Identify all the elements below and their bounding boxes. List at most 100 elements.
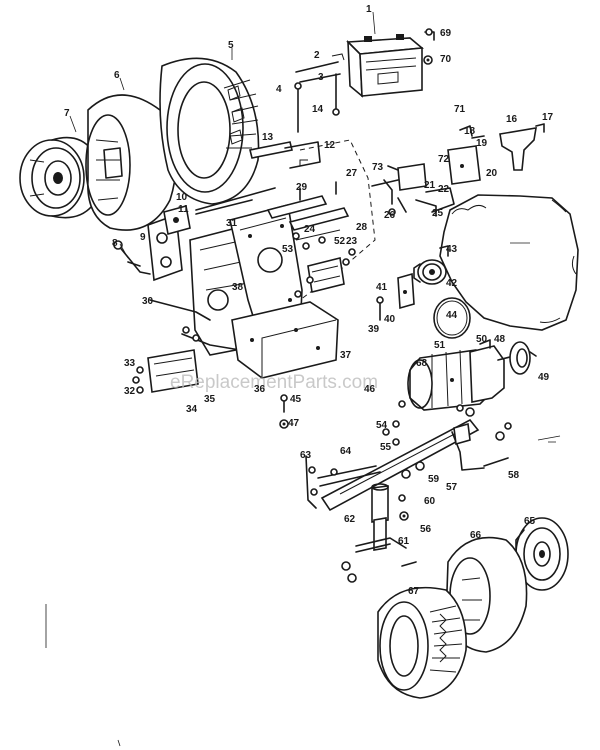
callout: 64 — [340, 446, 352, 457]
callout: 69 — [440, 28, 452, 39]
callout: 57 — [446, 482, 458, 493]
pivot-tube — [371, 483, 389, 551]
drag-link — [305, 455, 381, 509]
callout: 7 — [64, 108, 70, 119]
callout: 72 — [438, 154, 450, 165]
callout: 5 — [228, 40, 234, 51]
cross-bars — [266, 181, 350, 241]
callout: 37 — [340, 350, 352, 361]
idler-bracket — [376, 272, 415, 321]
callout: 19 — [476, 138, 488, 149]
callout: 70 — [440, 54, 452, 65]
callout: 28 — [356, 222, 368, 233]
callout: 60 — [424, 496, 436, 507]
callout: 10 — [176, 192, 188, 203]
callout: 6 — [114, 70, 120, 81]
callout: 2 — [314, 50, 320, 61]
callout: 63 — [300, 450, 312, 461]
callout: 22 — [438, 184, 450, 195]
assembly-outline — [258, 139, 376, 301]
callout: 52 — [334, 236, 346, 247]
callout: 21 — [424, 180, 436, 191]
callout: 23 — [346, 236, 358, 247]
transaxle — [407, 339, 537, 411]
callout: 45 — [290, 394, 302, 405]
callout: 32 — [124, 386, 136, 397]
callout: 49 — [538, 372, 550, 383]
rear-wheel-rim — [19, 136, 93, 219]
callout: 55 — [380, 442, 392, 453]
callout: 25 — [432, 208, 444, 219]
callout: 71 — [454, 104, 466, 115]
callout: 65 — [524, 516, 536, 527]
callout: 26 — [384, 210, 396, 221]
callout: 38 — [232, 282, 244, 293]
rods — [113, 187, 276, 351]
callout: 4 — [276, 84, 282, 95]
callout: 1 — [366, 4, 372, 15]
callout: 50 — [476, 334, 488, 345]
callout: 67 — [408, 586, 420, 597]
callout: 33 — [124, 358, 136, 369]
callout: 43 — [446, 244, 458, 255]
callout: 41 — [376, 282, 388, 293]
front-tire-rear — [445, 536, 528, 653]
callout: 27 — [346, 168, 358, 179]
engine — [439, 194, 579, 331]
callout: 16 — [506, 114, 518, 125]
front-tire-front — [377, 586, 467, 699]
callout: 73 — [372, 162, 384, 173]
callout: 8 — [112, 238, 118, 249]
callout: 68 — [416, 358, 428, 369]
callout-labels: 1 2 3 4 5 6 7 8 9 10 11 12 13 14 16 17 1… — [64, 4, 554, 597]
callout: 3 — [318, 72, 324, 83]
solenoid-assembly — [371, 125, 485, 217]
callout: 44 — [446, 310, 458, 321]
margin-tick — [117, 739, 121, 747]
callout: 35 — [204, 394, 216, 405]
callout: 11 — [178, 204, 189, 215]
callout: 59 — [428, 474, 440, 485]
callout: 40 — [384, 314, 396, 325]
callout: 30 — [142, 296, 154, 307]
rear-tire-left — [85, 94, 177, 231]
washers — [279, 394, 464, 521]
callout: 17 — [542, 112, 554, 123]
callout: 62 — [344, 514, 356, 525]
callout: 18 — [464, 126, 476, 137]
spindle-left — [341, 537, 417, 583]
callout: 9 — [140, 232, 146, 243]
callout: 47 — [288, 418, 300, 429]
battery-holddown — [294, 53, 345, 133]
callout: 46 — [364, 384, 376, 395]
callout: 13 — [262, 132, 274, 143]
callout: 36 — [254, 384, 266, 395]
engine-pulley — [413, 245, 471, 339]
frame-pan — [231, 301, 339, 379]
callout: 24 — [304, 224, 316, 235]
engine-bracket — [499, 123, 545, 171]
foot-plate-left — [147, 349, 199, 393]
callout: 51 — [434, 340, 446, 351]
callout: 42 — [446, 278, 458, 289]
callout: 31 — [226, 218, 238, 229]
callout: 61 — [398, 536, 410, 547]
battery — [346, 34, 424, 98]
stray-mark — [537, 435, 561, 443]
rear-tire-right — [159, 57, 260, 205]
callout: 66 — [470, 530, 482, 541]
callout: 54 — [376, 420, 388, 431]
callout: 20 — [486, 168, 498, 179]
callout: 39 — [368, 324, 380, 335]
pivot-bracket — [147, 204, 191, 282]
battery-hardware — [423, 28, 435, 65]
callout: 14 — [312, 104, 324, 115]
foot-plate-right — [307, 257, 345, 293]
bolts — [132, 232, 356, 394]
rear-axle-pins — [249, 141, 321, 169]
callout: 58 — [508, 470, 520, 481]
callout: 12 — [324, 140, 336, 151]
watermark: eReplacementParts.com — [170, 372, 378, 393]
